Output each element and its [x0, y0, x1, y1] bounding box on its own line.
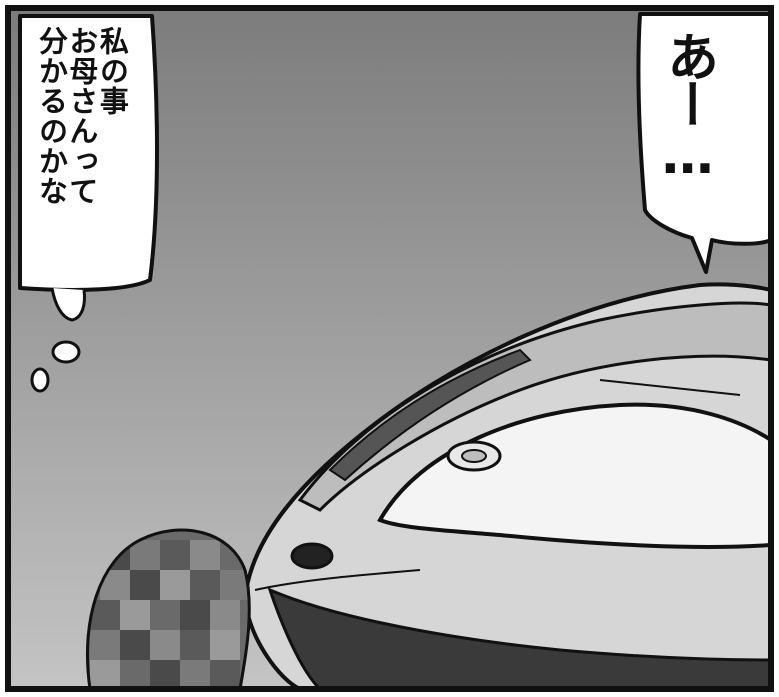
thought-line-1: 私の事 [95, 26, 130, 116]
panel-border [5, 5, 774, 692]
creature-nostril [290, 542, 334, 570]
speech-bubble-text: あー… [657, 30, 718, 182]
creature [242, 282, 773, 691]
thought-bubble-text: 私の事お母さんって分かるのかな [34, 26, 130, 276]
mosaic-censor [86, 528, 251, 690]
thought-line-3: 分かるのかな [34, 26, 69, 206]
thought-line-2: お母さんって [64, 26, 99, 206]
speech-bubble [636, 12, 773, 274]
thought-bubble [18, 14, 159, 393]
